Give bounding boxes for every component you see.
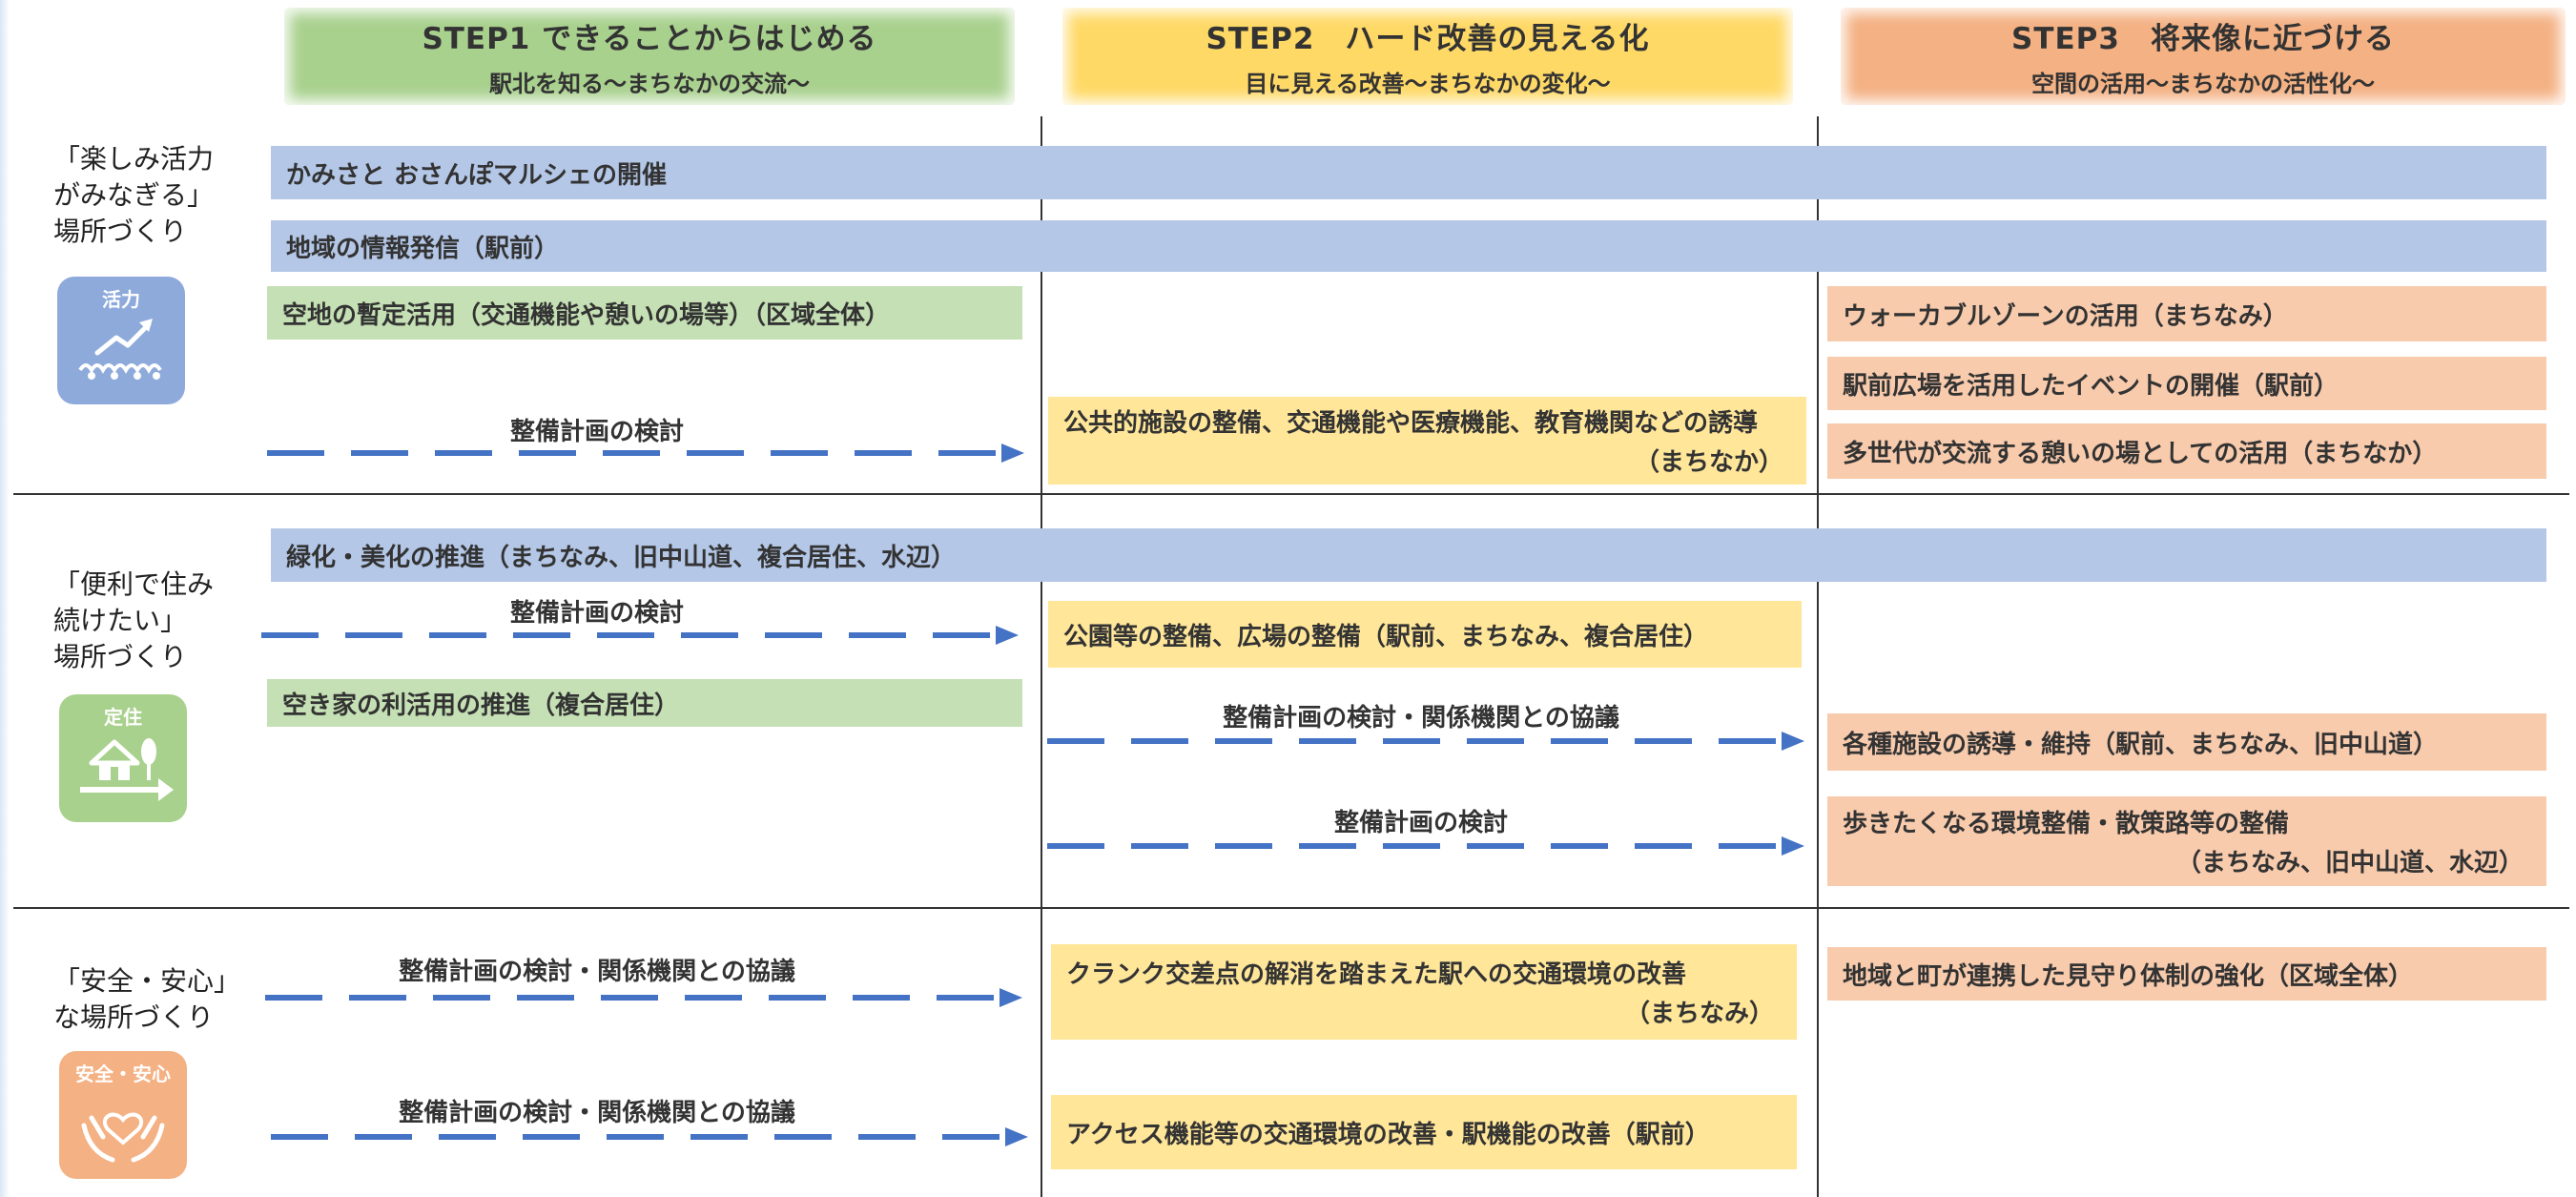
step1-subtitle: 駅北を知る～まちなかの交流～ bbox=[489, 71, 810, 97]
left-edge-shade bbox=[0, 0, 10, 1197]
growth-people-icon bbox=[78, 319, 162, 380]
bar-text-2: （まちなみ、旧中山道、水辺） bbox=[2175, 849, 2524, 877]
bar-watch-system: 地域と町が連携した見守り体制の強化（区域全体） bbox=[1827, 947, 2546, 1001]
dashed-arrow bbox=[261, 626, 1019, 645]
step-divider-1 bbox=[1041, 116, 1042, 1197]
bar-multigeneration: 多世代が交流する憩いの場としての活用（まちなか） bbox=[1827, 423, 2546, 479]
section3-label-line: 「安全・安心」 bbox=[53, 965, 241, 997]
bar-facility-guidance: 各種施設の誘導・維持（駅前、まちなみ、旧中山道） bbox=[1827, 713, 2546, 771]
section2-label-line: 続けたい」 bbox=[53, 605, 188, 636]
bar-marche: かみさと おさんぽマルシェの開催 bbox=[271, 146, 2546, 199]
section3-label-line: な場所づくり bbox=[53, 1001, 215, 1033]
section2-label-line: 「便利で住み bbox=[53, 568, 215, 600]
dashed-arrow bbox=[271, 1127, 1028, 1146]
dashed-arrow bbox=[267, 444, 1024, 463]
bar-text: クランク交差点の解消を踏まえた駅への交通環境の改善 bbox=[1066, 960, 1687, 989]
bar-walkable-zone: ウォーカブルゾーンの活用（まちなみ） bbox=[1827, 286, 2546, 341]
step1-title: STEP1 できることからはじめる bbox=[422, 22, 877, 56]
vitality-badge-text: 活力 bbox=[102, 288, 140, 311]
bar-text-2: （まちなみ） bbox=[1624, 1000, 1774, 1028]
safety-badge-text: 安全・安心 bbox=[75, 1063, 171, 1085]
vitality-badge: 活力 bbox=[57, 277, 185, 404]
arrow-label: 整備計画の検討・関係機関との協議 bbox=[399, 1099, 795, 1127]
section3-label: 「安全・安心」 な場所づくり bbox=[53, 963, 240, 1036]
arrow-label: 整備計画の検討 bbox=[509, 418, 684, 446]
bar-park-plaza: 公園等の整備、広場の整備（駅前、まちなみ、複合居住） bbox=[1048, 601, 1802, 668]
section2-label-line: 場所づくり bbox=[53, 641, 188, 672]
dashed-arrow bbox=[1047, 836, 1804, 856]
bar-info-dissemination: 地域の情報発信（駅前） bbox=[271, 220, 2546, 272]
bar-text: 歩きたくなる環境整備・散策路等の整備 bbox=[1843, 810, 2290, 838]
house-arrow-icon bbox=[80, 738, 174, 801]
step2-subtitle: 目に見える改善～まちなかの変化～ bbox=[1245, 71, 1611, 97]
bar-walk-environment: 歩きたくなる環境整備・散策路等の整備 （まちなみ、旧中山道、水辺） bbox=[1827, 796, 2546, 886]
step3-subtitle: 空間の活用～まちなかの活性化～ bbox=[2031, 71, 2375, 97]
step3-header: STEP3 将来像に近づける 空間の活用～まちなかの活性化～ bbox=[1841, 8, 2566, 105]
hands-heart-icon bbox=[81, 1112, 165, 1163]
step1-header: STEP1 できることからはじめる 駅北を知る～まちなかの交流～ bbox=[284, 8, 1015, 105]
arrow-label: 整備計画の検討 bbox=[509, 599, 684, 628]
bar-public-facilities: 公共的施設の整備、交通機能や医療機能、教育機関などの誘導 （まちなか） bbox=[1048, 397, 1806, 485]
section2-label: 「便利で住み 続けたい」 場所づくり bbox=[53, 567, 214, 675]
step-divider-2 bbox=[1817, 116, 1819, 1197]
section1-label-line: 場所づくり bbox=[53, 216, 188, 247]
step2-header: STEP2 ハード改善の見える化 目に見える改善～まちなかの変化～ bbox=[1062, 8, 1793, 105]
dashed-arrow bbox=[265, 988, 1022, 1007]
bar-station-plaza-event: 駅前広場を活用したイベントの開催（駅前） bbox=[1827, 357, 2546, 410]
safety-badge: 安全・安心 bbox=[59, 1051, 187, 1179]
section-divider-2 bbox=[13, 907, 2569, 909]
section1-label-line: 「楽しみ活力 bbox=[53, 143, 215, 175]
bar-vacant-house: 空き家の利活用の推進（複合居住） bbox=[267, 679, 1022, 727]
section-divider-1 bbox=[13, 493, 2569, 495]
arrow-label: 整備計画の検討・関係機関との協議 bbox=[1223, 704, 1619, 733]
dashed-arrow bbox=[1047, 732, 1804, 751]
bar-greening: 緑化・美化の推進（まちなみ、旧中山道、複合居住、水辺） bbox=[271, 528, 2546, 582]
arrow-label: 整備計画の検討 bbox=[1333, 809, 1508, 837]
settlement-badge: 定住 bbox=[59, 694, 187, 822]
section1-label: 「楽しみ活力 がみなぎる」 場所づくり bbox=[53, 141, 214, 250]
section1-label-line: がみなぎる」 bbox=[53, 179, 215, 211]
step3-title: STEP3 将来像に近づける bbox=[2011, 22, 2395, 56]
settlement-badge-text: 定住 bbox=[104, 706, 142, 729]
bar-text-2: （まちなか） bbox=[1634, 448, 1783, 477]
arrow-label: 整備計画の検討・関係機関との協議 bbox=[399, 958, 795, 986]
bar-vacant-lot-use: 空地の暫定活用（交通機能や憩いの場等）（区域全体） bbox=[267, 286, 1022, 340]
bar-text: 公共的施設の整備、交通機能や医療機能、教育機関などの誘導 bbox=[1063, 409, 1759, 438]
bar-access-station: アクセス機能等の交通環境の改善・駅機能の改善（駅前） bbox=[1051, 1095, 1797, 1169]
step2-title: STEP2 ハード改善の見える化 bbox=[1206, 22, 1650, 56]
bar-crank-intersection: クランク交差点の解消を踏まえた駅への交通環境の改善 （まちなみ） bbox=[1051, 944, 1797, 1040]
